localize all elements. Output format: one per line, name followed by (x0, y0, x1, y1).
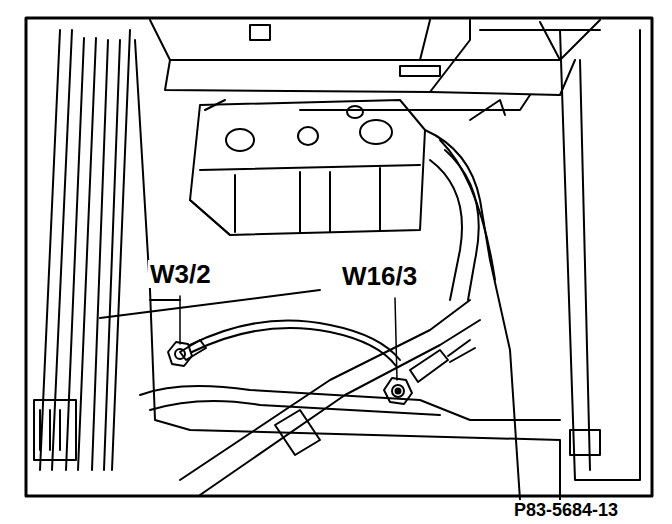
bracket (190, 100, 425, 235)
part-label: W16/3 (340, 262, 419, 290)
frame (26, 18, 652, 496)
leader-line (180, 296, 397, 380)
ground-wire (180, 321, 475, 383)
cable-bundle (34, 30, 130, 470)
pillar (560, 30, 640, 480)
wiring-harness (180, 100, 505, 495)
figure-number: P83-5684-13 (512, 500, 620, 520)
ground-bolt (168, 342, 412, 404)
body-panel (100, 40, 560, 500)
top-structure (150, 20, 600, 110)
part-label: W3/2 (148, 260, 213, 288)
